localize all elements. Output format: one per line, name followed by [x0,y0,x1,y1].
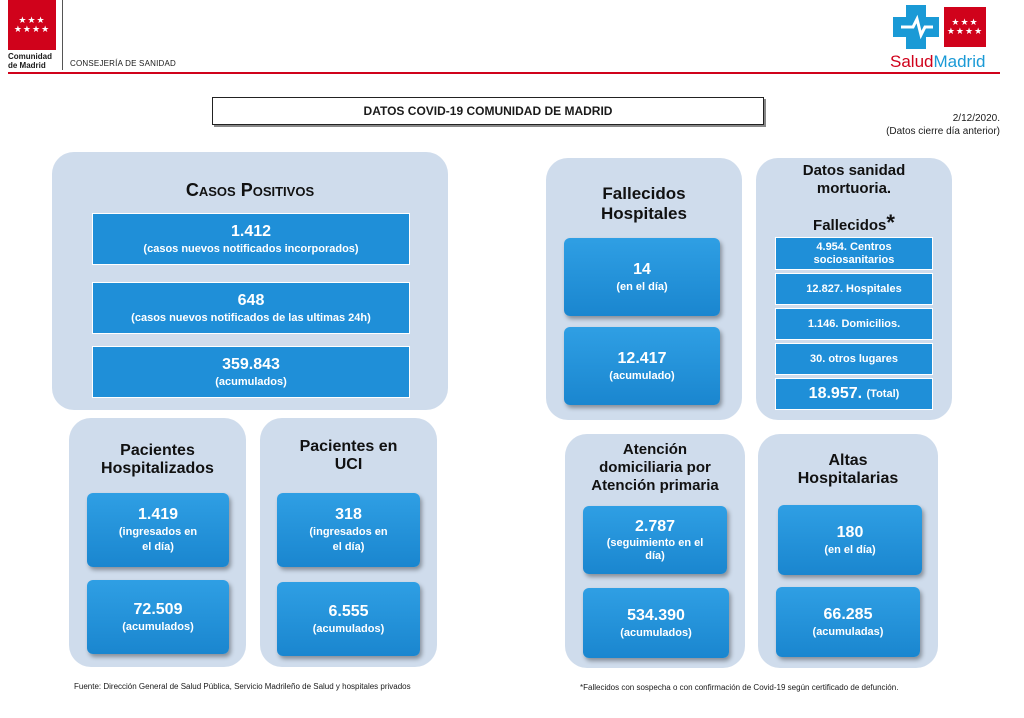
uci-label-1b: el día) [332,541,365,553]
uci-label-1a: (ingresados en [309,526,388,538]
fallecidos-title-line1: Fallecidos [602,184,686,203]
department-name: CONSEJERÍA DE SANIDAD [70,59,177,68]
uci-label-2: (acumulados) [312,622,385,635]
casos-value-2: 648 [237,291,265,309]
date-note: (Datos cierre día anterior) [886,126,1000,137]
mortuoria-title-line2: mortuoria. [816,180,892,197]
mortuoria-item-4: 30. otros lugares [775,343,933,375]
domiciliaria-label-1b: día) [645,550,665,562]
header-rule [8,72,1000,74]
mortuoria-subtitle: Fallecidos* [756,210,952,236]
org-name-line1: Comunidad [8,52,52,61]
brand-madrid: Madrid [933,52,986,71]
page-title: DATOS COVID-19 COMUNIDAD DE MADRID [212,97,764,125]
altas-value-2: 66.285 [823,605,873,623]
hospitalizados-value-1: 1.419 [137,506,179,523]
domiciliaria-card-1: 2.787 (seguimiento en el día) [583,506,727,574]
org-name-line2: de Madrid [8,61,46,70]
mortuoria-item-1b: sociosanitarios [813,253,895,266]
fallecidos-card-1: 14 (en el día) [564,238,720,316]
domiciliaria-title: Atención domiciliaria por Atención prima… [565,441,745,495]
casos-value-1: 1.412 [230,222,272,240]
uci-value-1: 318 [335,506,362,523]
fallecidos-title-line2: Hospitales [601,204,687,223]
domiciliaria-title-line2: domiciliaria por [599,459,711,476]
hospitalizados-title: Pacientes Hospitalizados [69,442,246,478]
mortuoria-total-value: 18.957. [808,385,863,402]
casos-value-3: 359.843 [222,355,280,373]
fallecidos-label-1: (en el día) [616,280,668,293]
altas-title-line1: Altas [828,452,868,469]
fallecidos-label-2: (acumulado) [609,369,675,382]
casos-label-1: (casos nuevos notificados incorporados) [143,242,359,255]
altas-value-1: 180 [836,523,864,541]
casos-positivos-title: Casos Positivos [185,180,315,200]
fallecidos-value-2: 12.417 [617,349,667,367]
hospitalizados-label-1a: (ingresados en [118,526,198,538]
mortuoria-total-label: (Total) [866,387,900,400]
mortuoria-item-3: 1.146. Domicilios. [775,308,933,340]
comunidad-madrid-logo: ★★★★★★★ [8,0,56,50]
salud-madrid-brand: SaludMadrid [890,52,985,72]
casos-card-3: 359.843 (acumulados) [92,346,410,398]
salud-madrid-cross-icon [893,5,939,49]
domiciliaria-card-2: 534.390 (acumulados) [583,588,729,658]
altas-card-1: 180 (en el día) [778,505,922,575]
hospitalizados-card-2: 72.509 (acumulados) [87,580,229,654]
hospitalizados-value-2: 72.509 [133,600,183,618]
uci-card-1: 318 (ingresados en el día) [277,493,420,567]
madrid-flag-icon: ★★★★★★★ [944,7,986,47]
hospitalizados-title-line2: Hospitalizados [101,460,214,477]
uci-title-line1: Pacientes en [299,438,398,455]
hospitalizados-card-1: 1.419 (ingresados en el día) [87,493,229,567]
casos-card-2: 648 (casos nuevos notificados de las ult… [92,282,410,334]
mortuoria-item-1: 4.954. Centros sociosanitarios [775,237,933,270]
fallecidos-card-2: 12.417 (acumulado) [564,327,720,405]
casos-card-1: 1.412 (casos nuevos notificados incorpor… [92,213,410,265]
altas-title: Altas Hospitalarias [758,452,938,488]
altas-card-2: 66.285 (acumuladas) [776,587,920,657]
altas-label-1: (en el día) [824,543,876,556]
mortuoria-total: 18.957. (Total) [775,378,933,410]
domiciliaria-title-line1: Atención [622,441,688,458]
mortuoria-item-1a: 4.954. Centros [816,240,892,253]
casos-label-3: (acumulados) [215,375,287,388]
fallecidos-footnote: *Fallecidos con sospecha o con confirmac… [580,683,899,692]
mortuoria-item-3-text: 1.146. Domicilios. [807,317,901,330]
mortuoria-item-4-text: 30. otros lugares [809,352,899,365]
mortuoria-item-2: 12.827. Hospitales [775,273,933,305]
domiciliaria-value-2: 534.390 [627,606,685,624]
mortuoria-title-line1: Datos sanidad [802,162,906,179]
domiciliaria-value-1: 2.787 [634,518,676,535]
uci-value-2: 6.555 [328,602,369,620]
domiciliaria-label-2: (acumulados) [620,626,692,639]
casos-label-2: (casos nuevos notificados de las ultimas… [131,311,371,324]
source-footnote: Fuente: Dirección General de Salud Públi… [74,682,411,691]
mortuoria-subtitle-text: Fallecidos [813,217,887,234]
date-line: 2/12/2020. [952,113,1000,124]
domiciliaria-title-line3: Atención primaria [591,477,719,494]
altas-title-line2: Hospitalarias [797,470,899,487]
domiciliaria-label-1a: (seguimiento en el [606,537,704,549]
organization-name: Comunidad de Madrid [8,52,52,70]
mortuoria-title: Datos sanidad mortuoria. [756,162,952,198]
hospitalizados-title-line1: Pacientes [120,442,195,459]
header-divider [62,0,63,70]
report-date: 2/12/2020. (Datos cierre día anterior) [840,112,1000,138]
hospitalizados-label-2: (acumulados) [122,620,194,633]
altas-label-2: (acumuladas) [812,625,884,638]
brand-salud: Salud [890,52,934,71]
stars-icon: ★★★★★★★ [13,15,51,34]
hospitalizados-label-1b: el día) [142,541,174,553]
fallecidos-value-1: 14 [633,260,651,278]
asterisk-icon: * [886,210,895,235]
uci-title: Pacientes en UCI [260,438,437,474]
fallecidos-hospitales-title: Fallecidos Hospitales [546,184,742,224]
uci-title-line2: UCI [334,456,363,473]
flag-stars-icon: ★★★★★★★ [946,17,984,36]
mortuoria-item-2-text: 12.827. Hospitales [806,282,902,295]
uci-card-2: 6.555 (acumulados) [277,582,420,656]
